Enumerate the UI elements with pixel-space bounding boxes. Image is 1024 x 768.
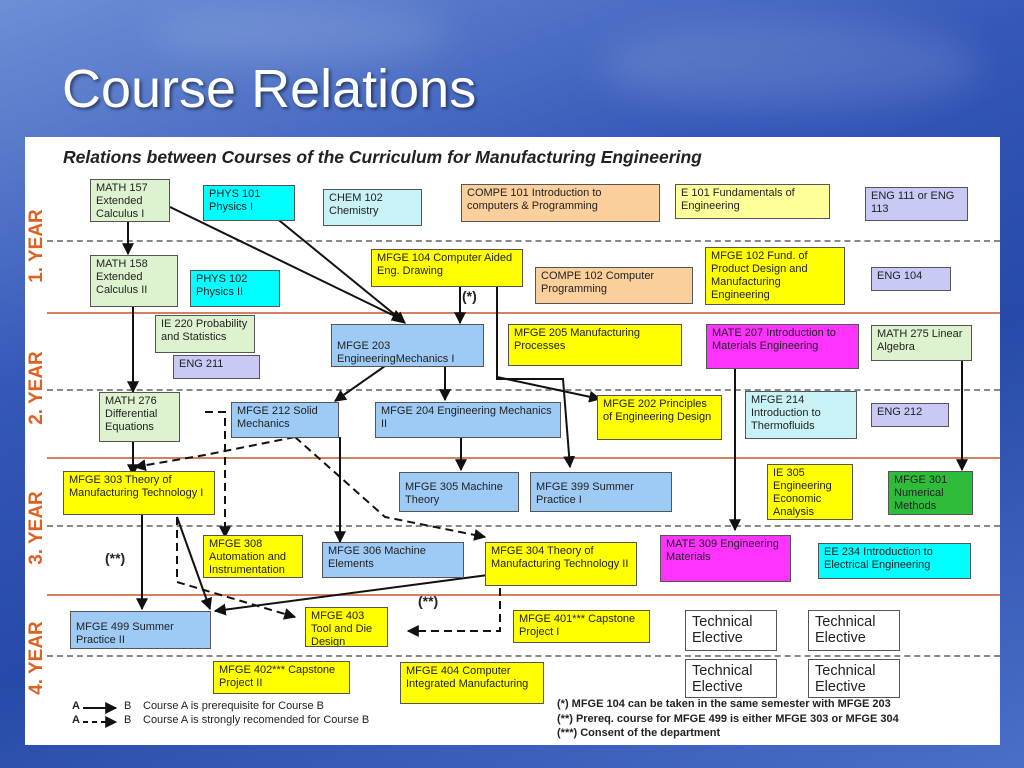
legend-solid-a: A [72, 700, 80, 712]
legend-dashed-a: A [72, 714, 80, 726]
arrow-mfge304-mfge499 [213, 574, 489, 616]
course-technical-elective[interactable]: Technical Elective [808, 659, 900, 698]
course-technical-elective[interactable]: Technical Elective [808, 610, 900, 651]
course-mate207[interactable]: MATE 207 Introduction to Materials Engin… [706, 324, 859, 369]
course-mfge305[interactable]: MFGE 305 Machine Theory [399, 472, 519, 512]
course-mfge402[interactable]: MFGE 402*** Capstone Project II [213, 661, 350, 694]
legend-dashed-b: B [124, 714, 132, 726]
course-mfge499[interactable]: MFGE 499 Summer Practice II [70, 611, 211, 649]
background-swirl [150, 5, 450, 65]
course-phys102[interactable]: PHYS 102 Physics II [190, 270, 280, 307]
course-eng211[interactable]: ENG 211 [173, 355, 260, 379]
course-mfge304[interactable]: MFGE 304 Theory of Manufacturing Technol… [485, 542, 637, 586]
course-mfge303[interactable]: MFGE 303 Theory of Manufacturing Technol… [63, 471, 215, 515]
footnote-marker: (*) [462, 288, 477, 304]
course-mfge301[interactable]: MFGE 301 Numerical Methods [888, 471, 973, 515]
arrow-mfge303-mfge403 [176, 516, 213, 611]
legend-solid-text: Course A is prerequisite for Course B [143, 700, 324, 712]
course-mfge214[interactable]: MFGE 214 Introduction to Thermofluids [745, 391, 857, 439]
course-eng111[interactable]: ENG 111 or ENG 113 [865, 187, 968, 221]
year-divider [47, 312, 1000, 314]
course-ie305[interactable]: IE 305 Engineering Economic Analysis [767, 464, 853, 520]
dashed-math276-mfge308 [205, 411, 231, 539]
footnote: (**) Prereq. course for MFGE 499 is eith… [557, 713, 899, 725]
course-mfge401[interactable]: MFGE 401*** Capstone Project I [513, 610, 650, 643]
year-divider [47, 594, 1000, 596]
footnote: (***) Consent of the department [557, 727, 721, 739]
footnote: (*) MFGE 104 can be taken in the same se… [557, 698, 891, 710]
course-technical-elective[interactable]: Technical Elective [685, 610, 777, 651]
course-ie220[interactable]: IE 220 Probability and Statistics [155, 315, 255, 353]
legend-dashed-arrow [83, 716, 118, 728]
course-math158[interactable]: MATH 158 Extended Calculus II [90, 255, 178, 307]
course-e101[interactable]: E 101 Fundamentals of Engineering [675, 184, 830, 219]
course-math276[interactable]: MATH 276 Differential Equations [99, 392, 180, 442]
footnote-marker: (**) [418, 593, 439, 609]
course-ee234[interactable]: EE 234 Introduction to Electrical Engine… [818, 543, 971, 579]
course-compe101[interactable]: COMPE 101 Introduction to computers & Pr… [461, 184, 660, 222]
course-mfge308[interactable]: MFGE 308 Automation and Instrumentation [203, 535, 303, 578]
semester-divider [47, 389, 1000, 391]
course-mfge202[interactable]: MFGE 202 Principles of Engineering Desig… [597, 395, 722, 440]
dashed-mfge303-mfge403 [176, 517, 297, 620]
course-compe102[interactable]: COMPE 102 Computer Programming [535, 267, 693, 304]
course-math275[interactable]: MATH 275 Linear Algebra [871, 325, 972, 361]
arrow-mfge104-mfge399 [496, 287, 576, 469]
semester-divider [47, 655, 1000, 657]
course-chem102[interactable]: CHEM 102 Chemistry [323, 189, 422, 226]
course-eng104[interactable]: ENG 104 [871, 267, 951, 291]
course-mfge403[interactable]: MFGE 403 Tool and Die Design [305, 607, 388, 647]
course-mfge204[interactable]: MFGE 204 Engineering Mechanics II [375, 402, 561, 438]
course-technical-elective[interactable]: Technical Elective [685, 659, 777, 698]
legend-dashed-text: Course A is strongly recomended for Cour… [143, 714, 370, 726]
background-swirl [600, 20, 980, 110]
course-math157[interactable]: MATH 157 Extended Calculus I [90, 179, 170, 222]
course-mfge104[interactable]: MFGE 104 Computer Aided Eng. Drawing [371, 249, 523, 287]
diagram-title: Relations between Courses of the Curricu… [63, 147, 702, 167]
footnote-marker: (**) [105, 550, 126, 566]
legend-solid-arrow [83, 702, 118, 714]
course-mfge399[interactable]: MFGE 399 Summer Practice I [530, 472, 672, 512]
course-diagram: Relations between Courses of the Curricu… [25, 137, 1000, 745]
course-mfge203[interactable]: MFGE 203 EngineeringMechanics I [331, 324, 484, 367]
dashed-mfge304-mfge403 [406, 575, 501, 637]
course-mfge205[interactable]: MFGE 205 Manufacturing Processes [508, 324, 682, 366]
arrow-mfge104-mfge202 [496, 376, 602, 403]
course-mfge212[interactable]: MFGE 212 Solid Mechanics [231, 402, 339, 438]
semester-divider [47, 240, 1000, 242]
arrow-math157-mfge203 [169, 206, 405, 321]
dashed-mfge212-mfge304 [294, 436, 487, 541]
course-phys101[interactable]: PHYS 101 Physics I [203, 185, 295, 221]
legend-solid-b: B [124, 700, 132, 712]
course-mfge306[interactable]: MFGE 306 Machine Elements [322, 542, 464, 578]
course-mfge404[interactable]: MFGE 404 Computer Integrated Manufacturi… [400, 662, 544, 704]
slide-title: Course Relations [62, 59, 477, 119]
dashed-mfge212-mfge303 [133, 436, 296, 472]
course-mfge102[interactable]: MFGE 102 Fund. of Product Design and Man… [705, 247, 845, 305]
course-eng212[interactable]: ENG 212 [871, 403, 949, 427]
course-mate309[interactable]: MATE 309 Engineering Materials [660, 535, 791, 582]
year-divider [47, 457, 1000, 459]
semester-divider [47, 525, 1000, 527]
arrow-phys101-mfge203 [274, 216, 406, 324]
